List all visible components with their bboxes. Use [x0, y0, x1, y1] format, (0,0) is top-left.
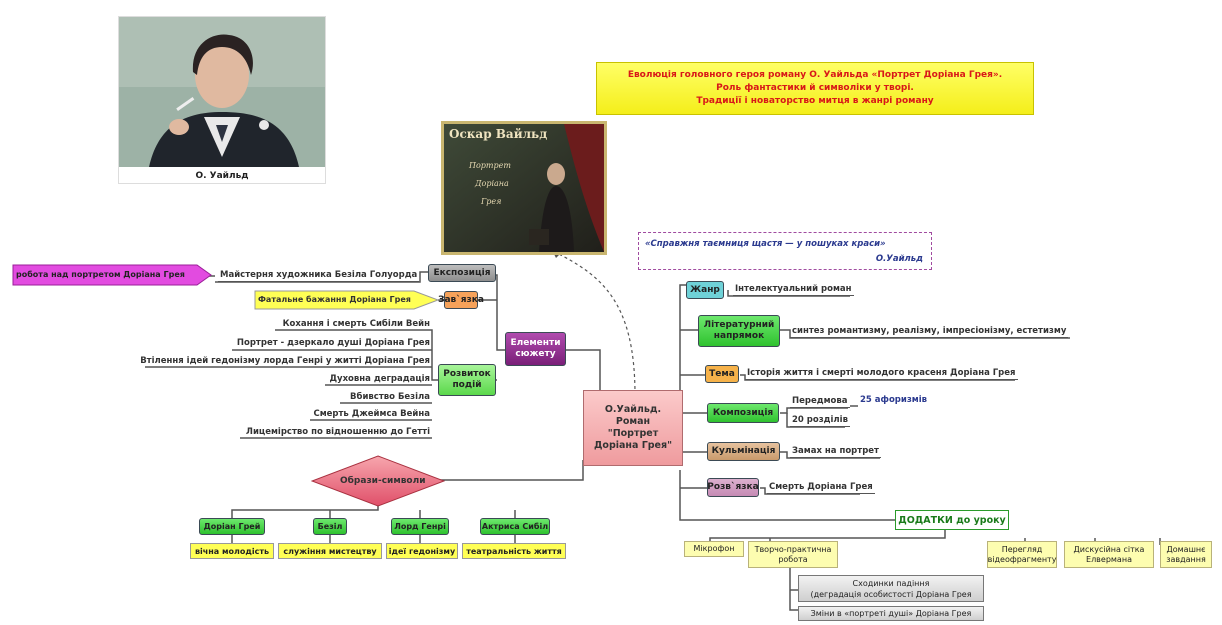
addon-microphone[interactable]: Мікрофон — [684, 541, 744, 557]
addon-homework-line1: Домашнє — [1166, 544, 1206, 554]
development-item-3: Втілення ідей гедонізму лорда Генрі у жи… — [140, 356, 430, 366]
plot-elements-line2: сюжету — [515, 349, 556, 359]
development-item-7: Лицемірство по відношенню до Гетті — [245, 427, 430, 437]
addon-video-line1: Перегляд — [1001, 544, 1043, 554]
lesson-title-box: Еволюція головного героя роману О. Уайль… — [596, 62, 1034, 115]
book-cover-subtitle-2: Доріана — [475, 179, 509, 188]
development-line2: подій — [452, 380, 482, 390]
theme-value: Історія життя і смерті молодого красеня … — [745, 368, 1018, 380]
central-topic-line4: Доріана Грея" — [593, 440, 673, 451]
tie-leaf: Фатальне бажання Доріана Грея — [258, 295, 411, 304]
composition-chapters: 20 розділів — [790, 415, 850, 427]
book-cover-art — [444, 124, 604, 252]
addon-video-line2: відеофрагменту — [987, 554, 1057, 564]
quote-text: «Справжня таємниця щастя — у пошуках кра… — [645, 239, 886, 249]
development-item-1: Кохання і смерть Сибіли Вейн — [282, 319, 430, 329]
development-item-4: Духовна деградація — [329, 374, 430, 384]
climax-node[interactable]: Кульмінація — [707, 442, 780, 461]
central-topic-line3: "Портрет — [607, 428, 659, 439]
genre-value: Інтелектуальний роман — [733, 284, 854, 296]
portrait-caption: О. Уайльд — [195, 171, 249, 181]
climax-value: Замах на портрет — [790, 446, 881, 458]
addon-decline-steps-line2: (деградація особистості Доріана Грея — [810, 589, 972, 599]
book-cover-title: Оскар Вайльд — [449, 127, 548, 141]
symbols-node-shape[interactable] — [311, 455, 445, 507]
literary-direction-line1: Літературний — [703, 320, 775, 330]
plot-elements-node[interactable]: Елементи сюжету — [505, 332, 566, 366]
exposition-leaf: Майстерня художника Безіла Голуорда — [218, 270, 420, 282]
symbol-sibyl-meaning: театральність життя — [462, 543, 566, 559]
addon-decline-steps[interactable]: Сходинки падіння (деградація особистості… — [798, 575, 984, 602]
exposition-sub-node[interactable] — [12, 263, 212, 287]
book-cover-image: Оскар Вайльд Портрет Доріана Грея — [441, 121, 607, 255]
addon-decline-steps-line1: Сходинки падіння — [852, 578, 930, 588]
tie-node[interactable]: Зав`язка — [438, 291, 484, 309]
addon-discussion[interactable]: Дискусійна сітка Елвермана — [1064, 541, 1154, 568]
central-topic-line1: О.Уайльд. — [604, 404, 662, 415]
symbol-dorian[interactable]: Доріан Грей — [199, 518, 265, 535]
symbol-lord-henry[interactable]: Лорд Генрі — [391, 518, 449, 535]
addon-creative-work-line1: Творчо-практична — [754, 544, 832, 554]
addon-discussion-line1: Дискусійна сітка — [1073, 544, 1145, 554]
portrait-photo: О. Уайльд — [118, 16, 326, 184]
symbol-basil-meaning: служіння мистецтву — [278, 543, 382, 559]
development-node[interactable]: Розвиток подій — [438, 364, 496, 396]
tie-leaf-shape — [254, 290, 440, 310]
lesson-title-line3: Традиції і новаторство митця в жанрі ром… — [696, 96, 934, 106]
portrait-image — [119, 17, 325, 167]
genre-node[interactable]: Жанр — [686, 281, 724, 299]
development-item-2: Портрет - дзеркало душі Доріана Грея — [236, 338, 430, 348]
literary-direction-line2: напрямок — [713, 331, 765, 341]
central-topic-line2: Роман — [615, 416, 651, 427]
addon-homework[interactable]: Домашнє завдання — [1160, 541, 1212, 568]
symbol-dorian-meaning: вічна молодість — [190, 543, 274, 559]
central-topic[interactable]: О.Уайльд. Роман "Портрет Доріана Грея" — [583, 390, 683, 466]
quote-box: «Справжня таємниця щастя — у пошуках кра… — [638, 232, 932, 270]
development-line1: Розвиток — [443, 369, 491, 379]
addon-discussion-line2: Елвермана — [1086, 554, 1132, 564]
plot-elements-line1: Елементи — [510, 338, 561, 348]
denouement-value: Смерть Доріана Грея — [767, 482, 875, 494]
addons-node[interactable]: ДОДАТКИ до уроку — [895, 510, 1009, 530]
book-cover-subtitle-1: Портрет — [469, 161, 511, 170]
addon-portrait-changes[interactable]: Зміни в «портреті душі» Доріана Грея — [798, 606, 984, 621]
composition-node[interactable]: Композиція — [707, 403, 779, 423]
exposition-sub-label: робота над портретом Доріана Грея — [16, 270, 185, 279]
literary-direction-node[interactable]: Літературний напрямок — [698, 315, 780, 347]
development-item-6: Смерть Джеймса Вейна — [313, 409, 430, 419]
development-item-5: Вбивство Безіла — [350, 392, 430, 402]
lesson-title-line1: Еволюція головного героя роману О. Уайль… — [627, 70, 1003, 80]
symbol-lord-henry-meaning: ідеї гедонізму — [386, 543, 458, 559]
denouement-node[interactable]: Розв`язка — [707, 478, 759, 497]
quote-author: О.Уайльд — [875, 254, 923, 264]
book-cover-subtitle-3: Грея — [481, 197, 502, 206]
addon-creative-work[interactable]: Творчо-практична робота — [748, 541, 838, 568]
lesson-title-line2: Роль фантастики й символіки у творі. — [716, 83, 914, 93]
symbol-sibyl[interactable]: Актриса Сибіл — [480, 518, 550, 535]
composition-preface: Передмова — [790, 396, 850, 408]
theme-node[interactable]: Тема — [705, 365, 739, 383]
addon-creative-work-line2: робота — [778, 554, 808, 564]
symbol-basil[interactable]: Безіл — [313, 518, 347, 535]
addon-homework-line2: завдання — [1166, 554, 1206, 564]
addon-video[interactable]: Перегляд відеофрагменту — [987, 541, 1057, 568]
symbols-label: Образи-символи — [340, 476, 426, 486]
exposition-node[interactable]: Експозиція — [428, 264, 496, 282]
composition-aphorisms: 25 афоризмів — [860, 395, 928, 405]
literary-direction-value: синтез романтизму, реалізму, імпресіоніз… — [790, 326, 1069, 338]
